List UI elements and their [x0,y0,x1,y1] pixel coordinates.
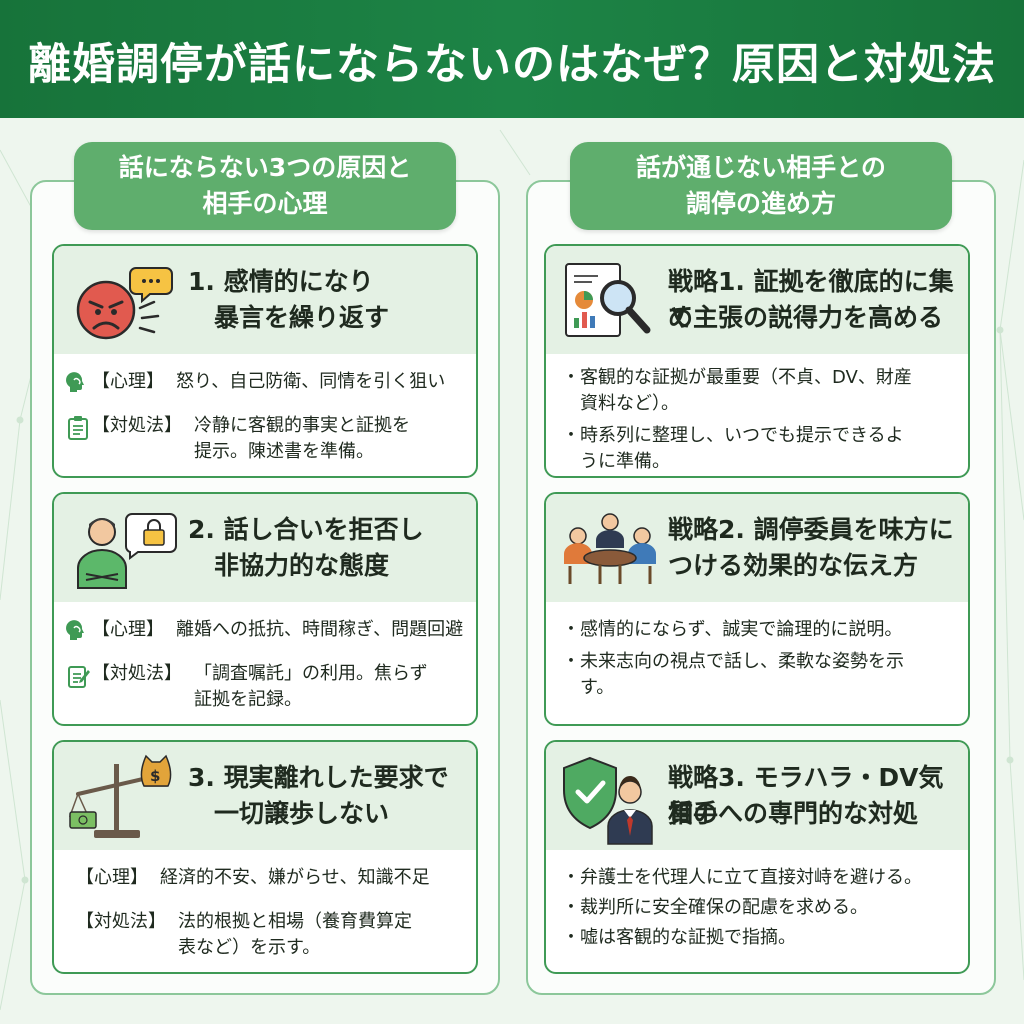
strategy-card-2-header: 戦略2. 調停委員を味方に つける効果的な伝え方 [546,494,968,602]
brain-head-icon [66,620,84,640]
strategy-card-3-bullet-1: ・弁護士を代理人に立て直接対峙を避ける。 [562,867,922,888]
strategy-card-2: 戦略2. 調停委員を味方に つける効果的な伝え方 ・感情的にならず、誠実で論理的… [544,492,970,726]
cause-card-2-title-2: 非協力的な態度 [214,551,390,580]
cause-card-1-action-line-1: 冷静に客観的事実と証拠を [194,415,410,436]
strategy-card-3-bullet-2: ・裁判所に安全確保の配慮を求める。 [562,897,868,918]
cause-card-1-header: 1. 感情的になり 暴言を繰り返す [54,246,476,354]
cause-card-3: $ 3. 現実離れした要求で 一切譲歩しない 【心理】 経済的不安、嫌がらせ、知… [52,740,478,974]
strategies-column-label: 話が通じない相手との 調停の進め方 [570,142,952,230]
cause-card-2-action-line-1: 「調査嘱託」の利用。焦らず [194,663,428,684]
cause-card-2-action-label: 【対処法】 [92,663,182,684]
strategy-card-3-header: 戦略3. モラハラ・DV気質の 相手への専門的な対処 [546,742,968,850]
svg-text:$: $ [150,767,160,785]
cause-card-2-psych-text: 離婚への抵抗、時間稼ぎ、問題回避 [176,619,464,640]
meeting-table-icon [564,513,656,584]
strategy-card-3-title-2: 相手への専門的な対処 [668,799,919,828]
strategy-card-1-bullet-1-line-1: ・客観的な証拠が最重要（不貞、DV、財産 [562,367,912,388]
header-banner: 離婚調停が話にならないのはなぜ？原因と対処法 [0,0,1024,118]
strategy-card-2-bullet-2-line-1: ・未来志向の視点で話し、柔軟な姿勢を示 [562,651,904,672]
person-lock-icon [77,513,177,589]
cause-card-2-title-1: 2. 話し合いを拒否し [188,515,424,544]
causes-label-line-2: 相手の心理 [202,189,328,218]
strategy-card-1-title-1: 戦略1. 証拠を徹底的に集め [668,267,954,332]
cause-card-3-action-line-2: 表など）を示す。 [178,937,321,958]
strategy-card-2-title-2: つける効果的な伝え方 [668,551,919,580]
strategy-card-1-bullet-2-line-1: ・時系列に整理し、いつでも提示できるよ [562,425,904,446]
cause-card-2-action-line-2: 証拠を記録。 [194,689,302,710]
clipboard-icon [68,416,88,440]
strategies-label-line-2: 調停の進め方 [685,189,836,218]
cause-card-1-action-label: 【対処法】 [92,415,182,436]
cause-card-2-header: 2. 話し合いを拒否し 非協力的な態度 [54,494,476,602]
brain-head-icon [66,372,84,392]
cause-card-3-title-1: 3. 現実離れした要求で [188,763,449,792]
strategy-card-1-title-2: て主張の説得力を高める [668,303,944,332]
notepad-pencil-icon [68,666,90,688]
money-scale-icon: $ [68,754,172,838]
cause-card-3-psych-text: 経済的不安、嫌がらせ、知識不足 [160,867,430,888]
page-title: 離婚調停が話にならないのはなぜ？原因と対処法 [28,40,996,90]
strategy-card-2-bullet-1-line-1: ・感情的にならず、誠実で論理的に説明。 [562,619,903,640]
strategy-card-3: 戦略3. モラハラ・DV気質の 相手への専門的な対処 ・弁護士を代理人に立て直接… [544,740,970,974]
shield-lawyer-icon [563,756,653,845]
strategy-card-1: 戦略1. 証拠を徹底的に集め て主張の説得力を高める ・客観的な証拠が最重要（不… [544,244,970,478]
cause-card-1-psych-text: 怒り、自己防衛、同情を引く狙い [176,371,446,392]
cause-card-3-header: $ 3. 現実離れした要求で 一切譲歩しない [54,742,476,850]
angry-face-icon [76,267,173,340]
strategy-card-1-header: 戦略1. 証拠を徹底的に集め て主張の説得力を高める [546,246,968,354]
cause-card-1: 1. 感情的になり 暴言を繰り返す 【心理】 怒り、自己防衛、同情を引く狙い 【… [52,244,478,478]
strategies-label-line-1: 話が通じない相手との [636,153,886,182]
cause-card-1-title-1: 1. 感情的になり [188,267,374,296]
cause-card-3-action-label: 【対処法】 [76,911,166,932]
causes-label-line-1: 話にならない3つの原因と [118,153,412,182]
cause-card-1-action-line-2: 提示。陳述書を準備。 [194,441,374,462]
cause-card-2: 2. 話し合いを拒否し 非協力的な態度 【心理】 離婚への抵抗、時間稼ぎ、問題回… [52,492,478,726]
document-magnifier-icon [565,263,651,337]
cause-card-1-psych-label: 【心理】 [92,371,164,392]
strategy-card-3-title-1: 戦略3. モラハラ・DV気質の [668,763,944,828]
cause-card-1-title-2: 暴言を繰り返す [214,303,390,332]
strategy-card-2-title-1: 戦略2. 調停委員を味方に [668,515,954,544]
strategy-card-2-bullet-2-line-2: す。 [580,677,615,698]
cause-card-3-title-2: 一切譲歩しない [214,799,390,828]
cause-card-3-psych-label: 【心理】 [76,867,148,888]
causes-column-label: 話にならない3つの原因と 相手の心理 [74,142,456,230]
cause-card-2-psych-label: 【心理】 [92,619,164,640]
strategy-card-3-bullet-3: ・嘘は客観的な証拠で指摘。 [562,927,796,948]
strategy-card-1-bullet-1-line-2: 資料など）。 [580,393,679,414]
strategy-card-1-bullet-2-line-2: うに準備。 [580,451,670,472]
cause-card-3-action-line-1: 法的根拠と相場（養育費算定 [178,911,412,932]
